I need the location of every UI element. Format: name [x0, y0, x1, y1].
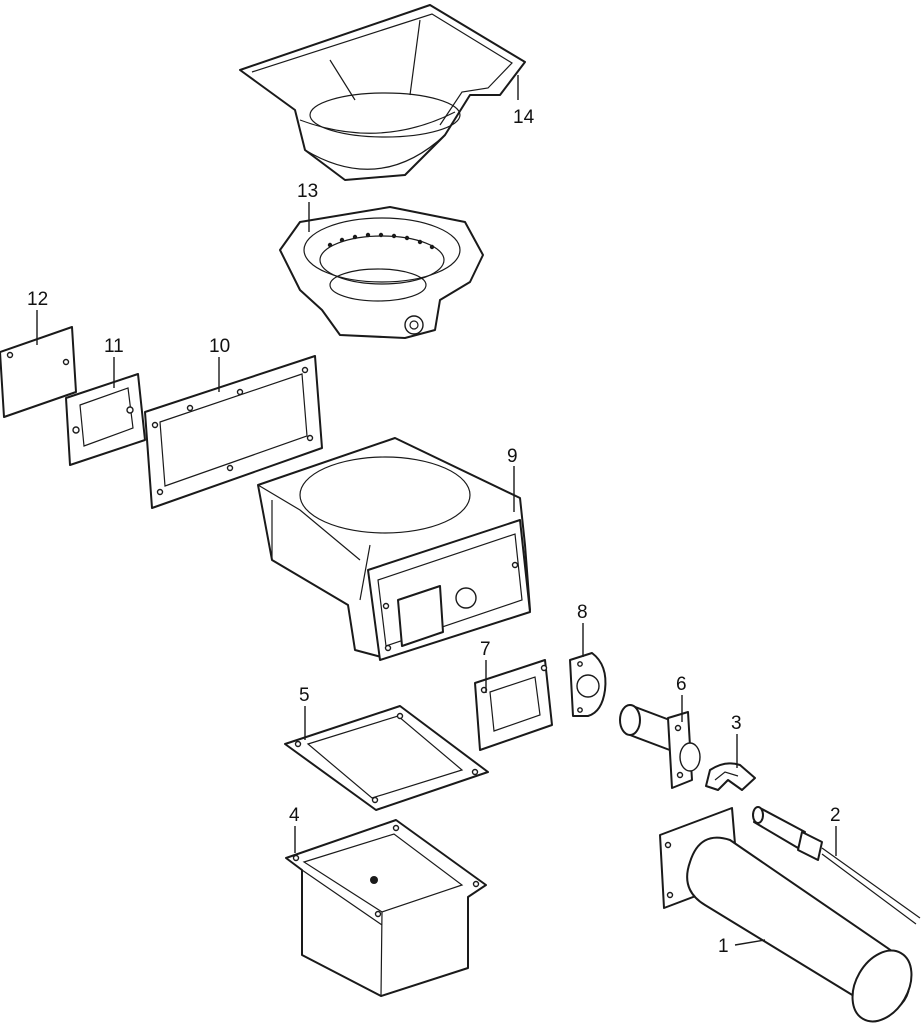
part-3-clip: [705, 762, 756, 791]
part-1-main-tube: [659, 807, 913, 1023]
callout-13: 13: [297, 181, 318, 202]
part-14-funnel: [239, 4, 526, 181]
callout-10: 10: [209, 336, 230, 357]
part-8-flange-gasket: [569, 652, 607, 717]
callout-2: 2: [830, 805, 841, 826]
burner-ports: [327, 232, 435, 250]
part-9-burner-housing: [257, 437, 531, 661]
callout-5: 5: [299, 685, 310, 706]
part-6-pilot-tube: [619, 704, 701, 789]
part-5-flat-gasket: [284, 705, 489, 811]
part-2-ignitor-rod: [752, 806, 921, 925]
callout-9: 9: [507, 446, 518, 467]
part-4-drawer-box: [285, 819, 487, 997]
callout-labels: 14 13 12 11 10 9 8 7 6 3 5 4 2 1: [27, 107, 841, 957]
part-11-small-gasket: [65, 373, 146, 466]
part-7-square-gasket: [474, 659, 553, 751]
callout-7: 7: [480, 639, 491, 660]
part-10-large-gasket: [144, 355, 323, 509]
callout-6: 6: [676, 674, 687, 695]
callout-1: 1: [718, 936, 729, 957]
callout-11: 11: [104, 336, 124, 357]
part-12-cover-plate: [0, 326, 77, 418]
callout-8: 8: [577, 602, 588, 623]
callout-14: 14: [513, 107, 535, 128]
part-13-burner-ring: [279, 206, 484, 339]
callout-3: 3: [731, 713, 742, 734]
callout-12: 12: [27, 289, 48, 310]
leader-lines: [36, 75, 837, 946]
callout-4: 4: [289, 805, 300, 826]
